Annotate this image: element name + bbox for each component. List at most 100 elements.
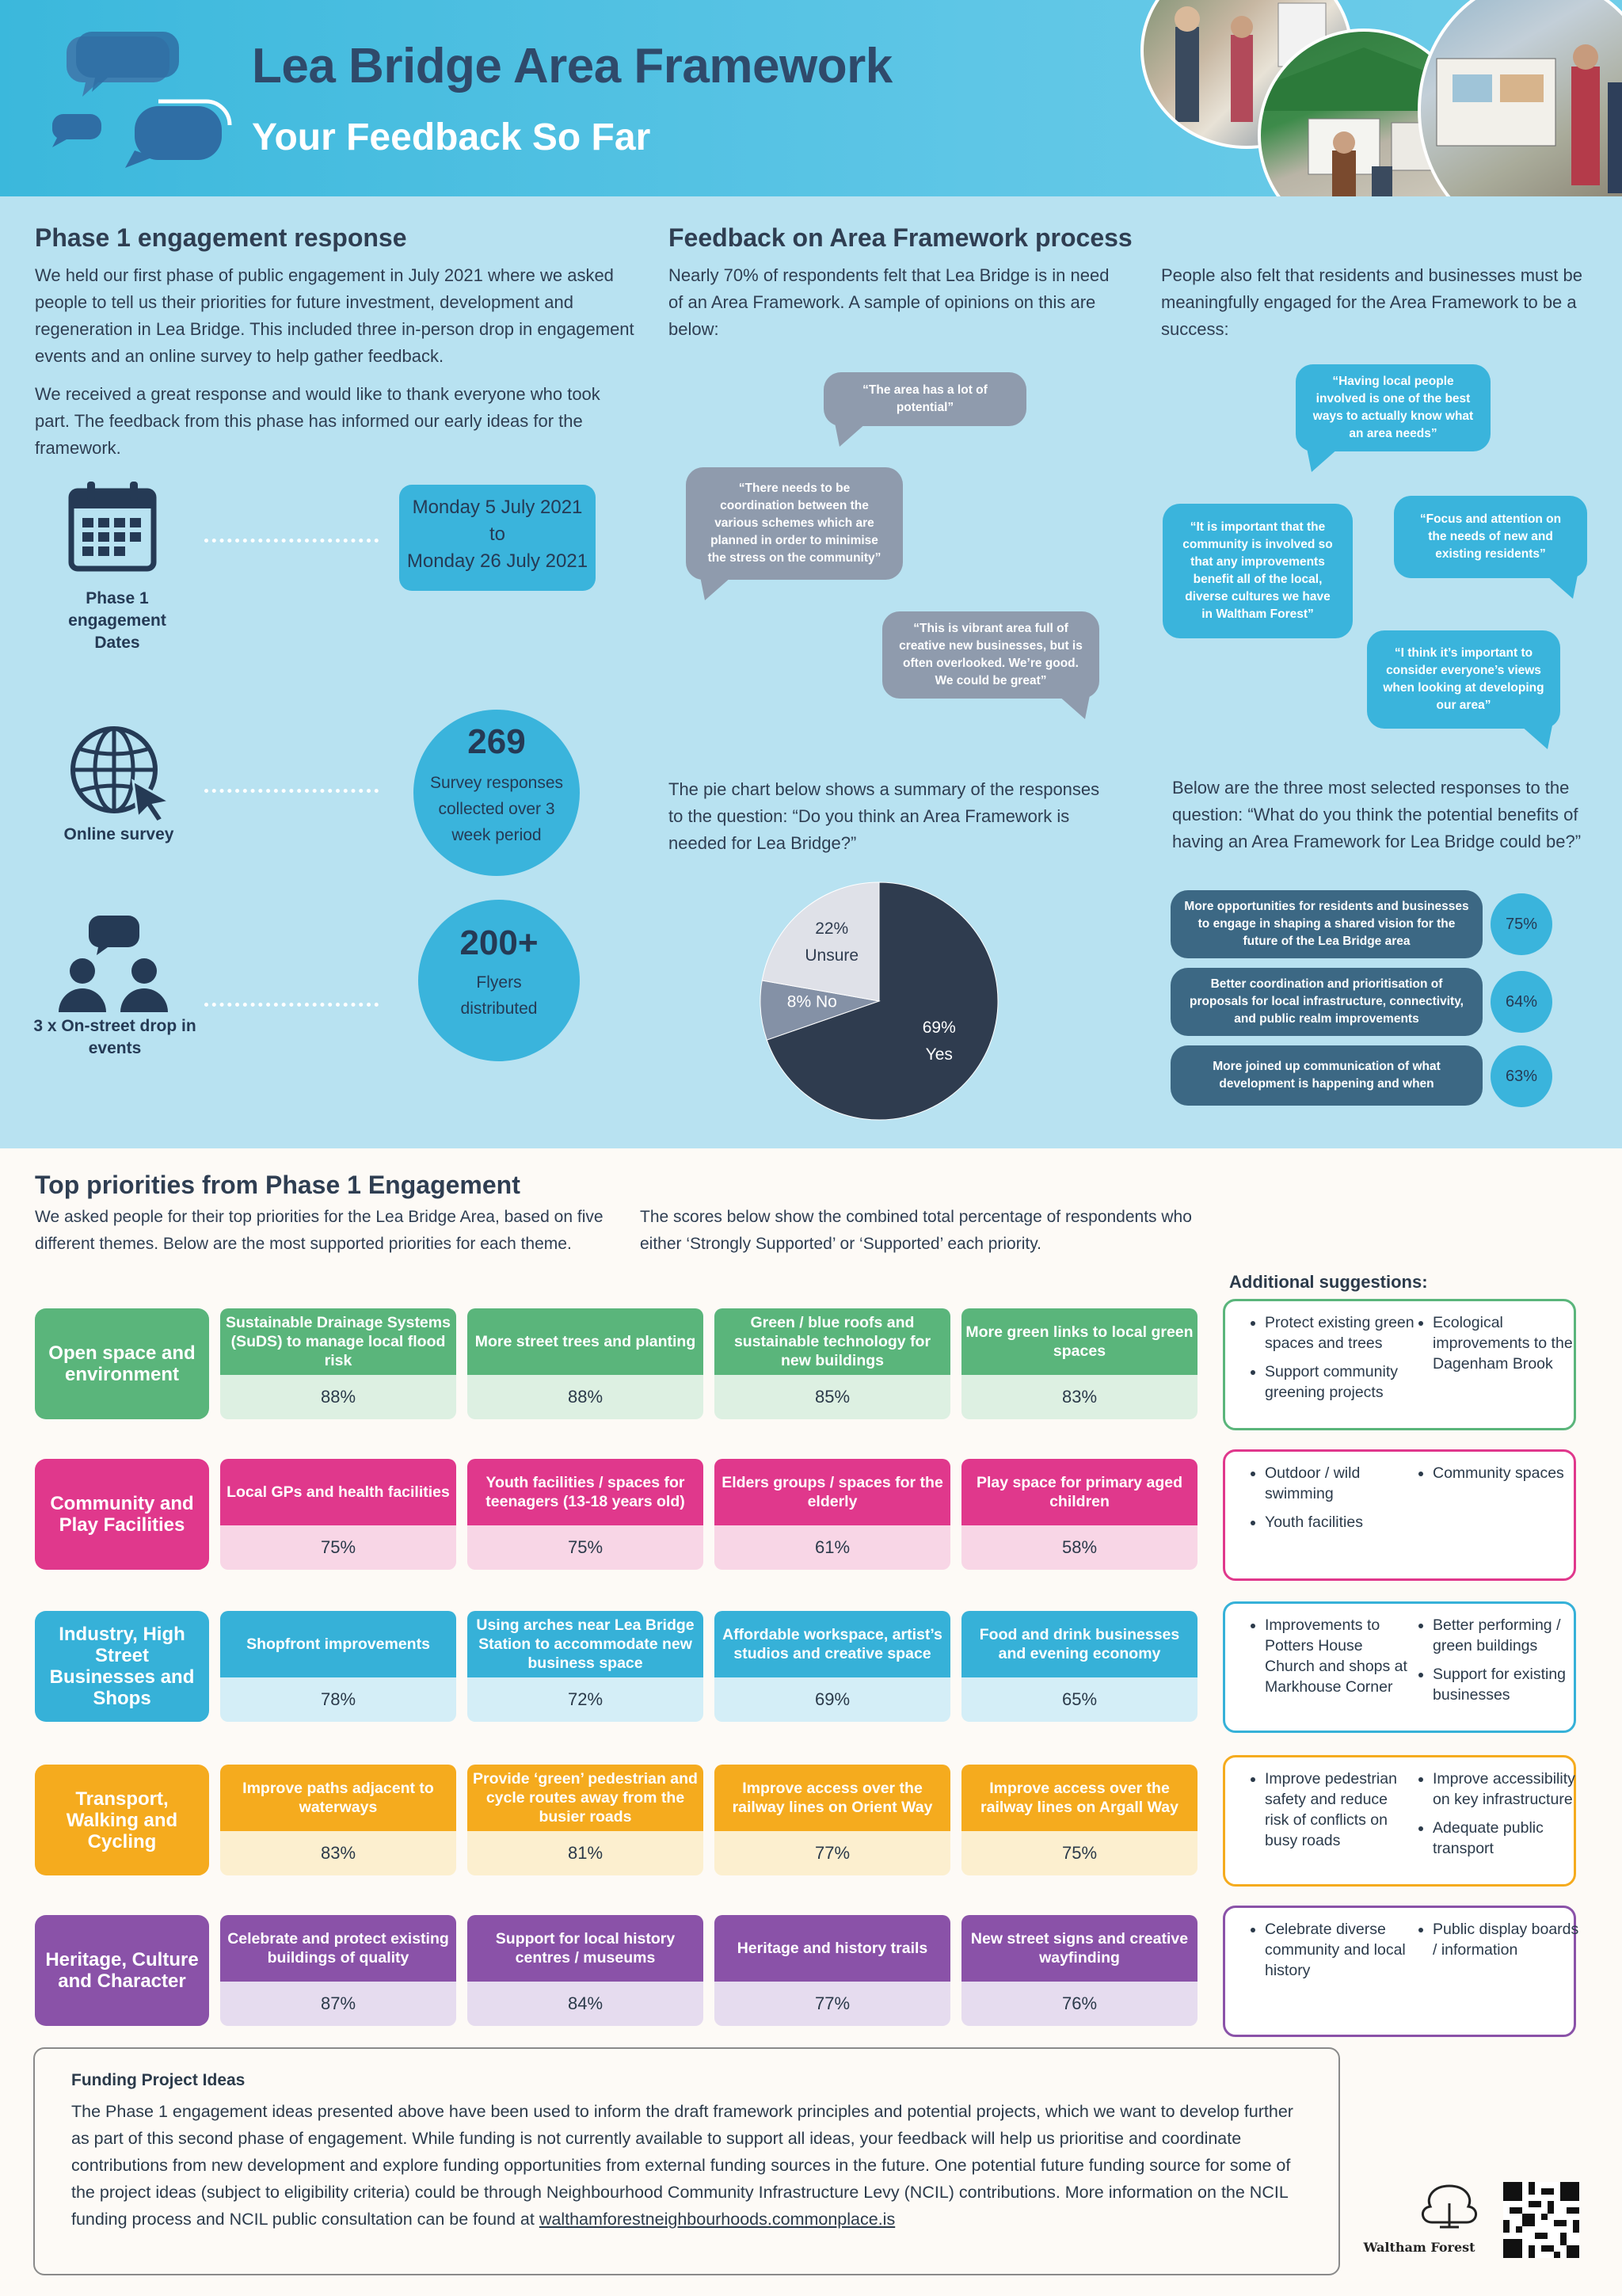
funding-heading: Funding Project Ideas bbox=[71, 2071, 246, 2089]
theme-label: Heritage, Culture and Character bbox=[35, 1915, 209, 2026]
suggestions-list-left: Improve pedestrian safety and reduce ris… bbox=[1244, 1769, 1415, 1859]
priority-percent: 76% bbox=[961, 1982, 1197, 2026]
priority-percent: 88% bbox=[467, 1375, 703, 1419]
priority-percent: 81% bbox=[467, 1831, 703, 1875]
pie-label-unsure: 22%Unsure bbox=[805, 920, 859, 965]
quote-bubble: “I think it’s important to consider ever… bbox=[1367, 630, 1560, 729]
priority-label: Heritage and history trails bbox=[714, 1915, 950, 1982]
priority-label: Local GPs and health facilities bbox=[220, 1459, 456, 1525]
phase1-paragraph-2: We received a great response and would l… bbox=[35, 384, 600, 458]
pie-label-no: 8% No bbox=[787, 992, 837, 1011]
process-intro-right: People also felt that residents and busi… bbox=[1161, 265, 1582, 339]
suggestions-box: Outdoor / wild swimmingYouth facilitiesC… bbox=[1223, 1449, 1576, 1581]
logo-text: Waltham Forest bbox=[1363, 2240, 1475, 2255]
priority-label: Green / blue roofs and sustainable techn… bbox=[714, 1308, 950, 1375]
priority-percent: 69% bbox=[714, 1677, 950, 1722]
funding-text: The Phase 1 engagement ideas presented a… bbox=[71, 2098, 1307, 2233]
suggestions-list-right: Public display boards / information bbox=[1412, 1919, 1583, 1968]
connector-dots bbox=[204, 789, 379, 793]
suggestion-item: Public display boards / information bbox=[1433, 1919, 1583, 1960]
bubble-tail bbox=[700, 577, 732, 600]
benefit-percent: 64% bbox=[1491, 971, 1552, 1033]
benefit-item: More opportunities for residents and bus… bbox=[1171, 890, 1483, 958]
priority-percent: 83% bbox=[220, 1831, 456, 1875]
pie-slice-yes bbox=[766, 881, 999, 1121]
additional-suggestions-heading: Additional suggestions: bbox=[1229, 1272, 1428, 1292]
people-chat-icon bbox=[59, 916, 168, 1012]
priority-percent: 87% bbox=[220, 1982, 456, 2026]
priority-label: Food and drink businesses and evening ec… bbox=[961, 1611, 1197, 1677]
suggestion-item: Improvements to Potters House Church and… bbox=[1265, 1615, 1415, 1697]
benefit-item: More joined up communication of what dev… bbox=[1171, 1045, 1483, 1106]
suggestion-item: Celebrate diverse community and local hi… bbox=[1265, 1919, 1415, 1981]
bubble-tail bbox=[1058, 695, 1090, 719]
priority-label: Improve access over the railway lines on… bbox=[714, 1765, 950, 1831]
priority-label: Elders groups / spaces for the elderly bbox=[714, 1459, 950, 1525]
priority-label: New street signs and creative wayfinding bbox=[961, 1915, 1197, 1982]
priority-percent: 77% bbox=[714, 1831, 950, 1875]
suggestions-box: Celebrate diverse community and local hi… bbox=[1223, 1906, 1578, 2037]
priority-percent: 77% bbox=[714, 1982, 950, 2026]
pie-intro: The pie chart below shows a summary of t… bbox=[668, 779, 1100, 853]
suggestion-item: Adequate public transport bbox=[1433, 1818, 1583, 1859]
quote-bubble: “It is important that the community is i… bbox=[1163, 504, 1353, 638]
quote-bubble: “There needs to be coordination between … bbox=[686, 467, 903, 580]
survey-count: 269 bbox=[467, 722, 526, 761]
suggestion-item: Youth facilities bbox=[1265, 1512, 1415, 1533]
quote-bubble: “Focus and attention on the needs of new… bbox=[1394, 496, 1587, 578]
priority-percent: 78% bbox=[220, 1677, 456, 1722]
benefits-intro: Below are the three most selected respon… bbox=[1172, 778, 1582, 851]
flyers-stat-circle: 200+ Flyers distributed bbox=[418, 900, 580, 1061]
priority-label: Youth facilities / spaces for teenagers … bbox=[467, 1459, 703, 1525]
suggestions-list-right: Improve accessibility on key infrastruct… bbox=[1412, 1769, 1583, 1867]
suggestions-list-left: Celebrate diverse community and local hi… bbox=[1244, 1919, 1415, 1989]
priority-percent: 58% bbox=[961, 1525, 1197, 1570]
suggestions-list-right: Ecological improvements to the Dagenham … bbox=[1412, 1312, 1583, 1382]
funding-body: The Phase 1 engagement ideas presented a… bbox=[71, 2102, 1293, 2229]
qr-code-icon[interactable] bbox=[1503, 2182, 1579, 2258]
commonplace-link[interactable]: walthamforestneighbourhoods.commonplace.… bbox=[539, 2210, 896, 2229]
dates-box: Monday 5 July 2021 to Monday 26 July 202… bbox=[399, 485, 596, 591]
priority-label: More street trees and planting bbox=[467, 1308, 703, 1375]
suggestion-item: Support community greening projects bbox=[1265, 1361, 1415, 1403]
suggestion-item: Outdoor / wild swimming bbox=[1265, 1463, 1415, 1504]
speech-bubbles-icon bbox=[51, 32, 232, 168]
survey-text: Survey responses collected over 3 week p… bbox=[429, 774, 564, 844]
connector-dots bbox=[204, 1003, 379, 1007]
quote-bubble: “This is vibrant area full of creative n… bbox=[882, 611, 1099, 699]
priority-label: Improve access over the railway lines on… bbox=[961, 1765, 1197, 1831]
priority-percent: 83% bbox=[961, 1375, 1197, 1419]
suggestions-list-left: Protect existing green spaces and treesS… bbox=[1244, 1312, 1415, 1411]
suggestion-item: Ecological improvements to the Dagenham … bbox=[1433, 1312, 1583, 1374]
date-to: Monday 26 July 2021 bbox=[406, 550, 588, 572]
online-survey-label: Online survey bbox=[63, 825, 174, 843]
priority-percent: 75% bbox=[220, 1525, 456, 1570]
priorities-heading: Top priorities from Phase 1 Engagement bbox=[35, 1171, 520, 1199]
priority-label: Affordable workspace, artist’s studios a… bbox=[714, 1611, 950, 1677]
dates-label: Phase 1 engagement Dates bbox=[68, 589, 166, 652]
priority-label: Play space for primary aged children bbox=[961, 1459, 1197, 1525]
priority-label: Celebrate and protect existing buildings… bbox=[220, 1915, 456, 1982]
suggestions-list-left: Outdoor / wild swimmingYouth facilities bbox=[1244, 1463, 1415, 1540]
suggestions-list-left: Improvements to Potters House Church and… bbox=[1244, 1615, 1415, 1705]
connector-dots bbox=[204, 539, 379, 543]
priority-label: Shopfront improvements bbox=[220, 1611, 456, 1677]
process-intro-left: Nearly 70% of respondents felt that Lea … bbox=[668, 265, 1110, 339]
priority-label: Support for local history centres / muse… bbox=[467, 1915, 703, 1982]
priority-percent: 72% bbox=[467, 1677, 703, 1722]
theme-label: Industry, High Street Businesses and Sho… bbox=[35, 1611, 209, 1722]
waltham-forest-tree-logo bbox=[1422, 2184, 1477, 2229]
date-from: Monday 5 July 2021 bbox=[412, 497, 583, 518]
bubble-tail bbox=[835, 423, 866, 447]
priority-percent: 84% bbox=[467, 1982, 703, 2026]
funding-box: Funding Project Ideas The Phase 1 engage… bbox=[33, 2047, 1340, 2275]
priorities-intro-left: We asked people for their top priorities… bbox=[35, 1208, 603, 1253]
globe-cursor-icon bbox=[70, 726, 173, 822]
suggestions-list-right: Better performing / green buildingsSuppo… bbox=[1412, 1615, 1583, 1713]
suggestion-item: Support for existing businesses bbox=[1433, 1664, 1583, 1705]
bubble-tail bbox=[1307, 448, 1338, 472]
suggestion-item: Improve accessibility on key infrastruct… bbox=[1433, 1769, 1583, 1810]
priority-label: Using arches near Lea Bridge Station to … bbox=[467, 1611, 703, 1677]
suggestion-item: Better performing / green buildings bbox=[1433, 1615, 1583, 1656]
